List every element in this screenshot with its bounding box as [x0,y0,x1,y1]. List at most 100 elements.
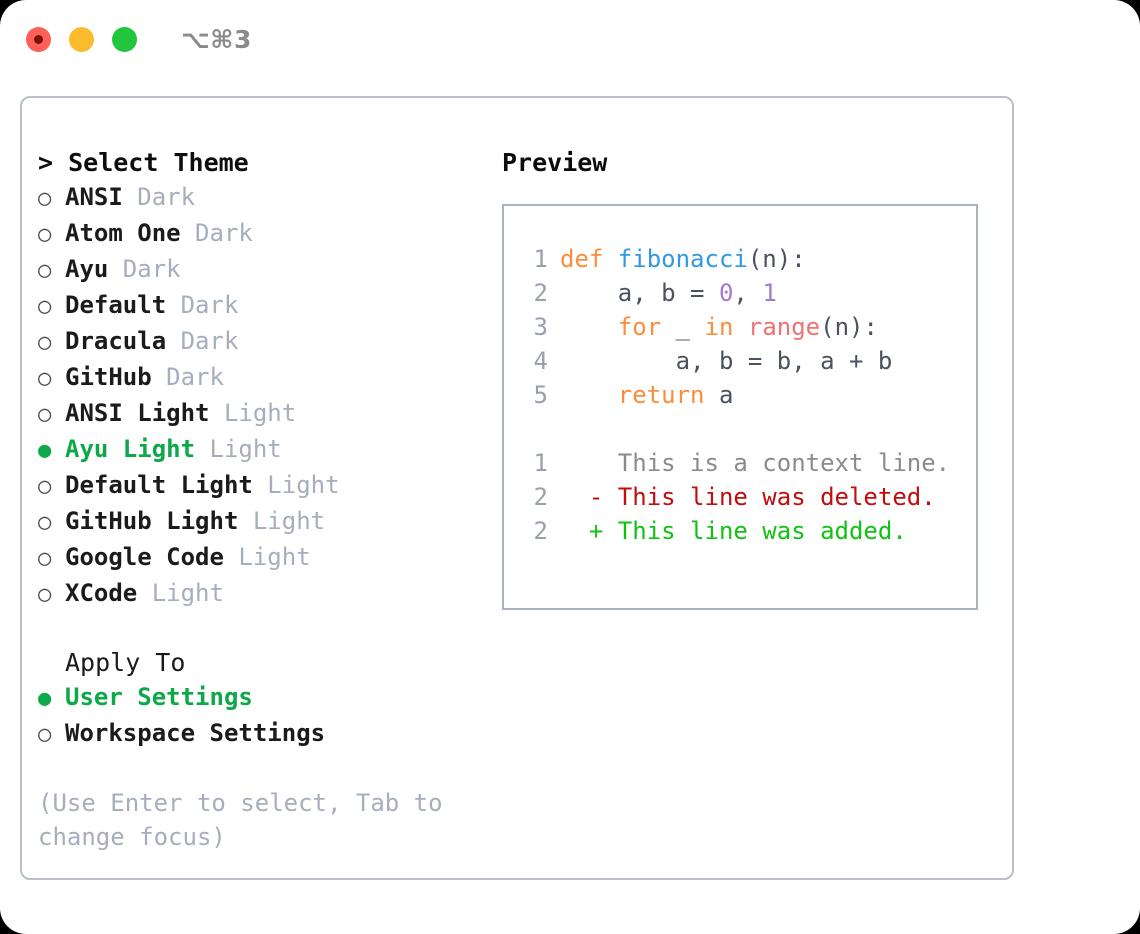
diff-text: This line was deleted. [617,483,936,511]
close-button[interactable] [26,26,51,52]
code-token: a, b = b, a + b [560,347,893,375]
theme-option-google-code[interactable]: ○ Google Code Light [38,540,488,576]
code-token [560,378,618,412]
minimize-button[interactable] [69,26,94,52]
section-spacer [38,612,488,646]
keyboard-shortcut-label: ⌥⌘3 [181,24,252,54]
radio-selected-icon: ● [38,438,52,463]
theme-option-label: Ayu Light [65,435,196,463]
zoom-button[interactable] [112,26,137,52]
select-theme-heading: > Select Theme [38,148,249,177]
theme-option-label: Google Code [65,543,224,571]
theme-option-atom-one[interactable]: ○ Atom One Dark [38,216,488,252]
theme-variant-tag: Light [223,543,311,571]
code-line-number: 1 [533,245,548,273]
diff-marker: - [560,483,618,511]
theme-option-github[interactable]: ○GitHub Dark [38,360,488,396]
theme-option-github-light[interactable]: ○ GitHub Light Light [38,504,488,540]
code-token: (n): [747,245,806,273]
panel-columns: > Select Theme ○ANSI Dark○Atom One Dark○… [22,98,1012,878]
code-token: a, b = [560,279,719,307]
apply-option-workspace-settings[interactable]: ○ Workspace Settings [38,716,488,752]
theme-variant-tag: Dark [180,219,253,247]
diff-marker: + [560,517,618,545]
code-line-number: 2 [533,279,548,307]
radio-unselected-icon: ○ [38,722,52,747]
theme-option-dracula[interactable]: ○ Dracula Dark [38,324,488,360]
code-line-number: 3 [533,313,548,341]
apply-to-heading: Apply To [65,648,186,677]
theme-option-ansi-light[interactable]: ○ANSI Light Light [38,396,488,432]
radio-selected-icon: ● [38,686,52,711]
theme-option-default-light[interactable]: ○ Default Light Light [38,468,488,504]
theme-option-label: Default [65,291,167,319]
theme-option-label: Atom One [65,219,181,247]
theme-variant-tag: Light [238,507,326,535]
theme-variant-tag: Light [209,399,297,427]
theme-variant-tag: Dark [108,255,181,283]
theme-variant-tag: Dark [166,291,239,319]
code-line: 4 a, b = b, a + b [504,344,976,378]
window-controls [26,26,137,52]
code-token: (n): [820,313,878,341]
diff-sample: 1 This is a context line. 2 - This line w… [504,446,976,548]
radio-unselected-icon: ○ [38,186,52,211]
radio-unselected-icon: ○ [38,582,52,607]
code-token [733,310,747,344]
recording-indicator-icon [34,34,43,44]
apply-option-label: Workspace Settings [65,719,326,747]
code-line: 2 a, b = 0, 1 [504,276,976,310]
radio-unselected-icon: ○ [38,294,52,319]
main-panel: > Select Theme ○ANSI Dark○Atom One Dark○… [20,96,1014,880]
code-token: 1 [762,279,777,307]
diff-text: This line was added. [617,517,907,545]
theme-option-label: Dracula [65,327,167,355]
theme-option-label: ANSI Light [65,399,210,427]
diff-marker [560,446,618,480]
code-diff-spacer [504,412,976,446]
code-token: return [617,381,705,409]
apply-option-label: User Settings [65,683,253,711]
theme-variant-tag: Light [195,435,282,463]
radio-unselected-icon: ○ [38,330,52,355]
theme-option-ayu-light[interactable]: ● Ayu Light Light [38,432,488,468]
apply-option-user-settings[interactable]: ● User Settings [38,680,488,716]
theme-variant-tag: Dark [122,183,196,211]
code-token [560,310,618,344]
code-token: a [704,381,734,409]
theme-variant-tag: Light [252,471,340,499]
radio-unselected-icon: ○ [38,366,52,391]
code-token: fibonacci [617,245,748,273]
radio-unselected-icon: ○ [38,222,52,247]
theme-option-label: Ayu [65,255,109,283]
radio-unselected-icon: ○ [38,474,52,499]
theme-option-label: Default Light [65,471,253,499]
radio-unselected-icon: ○ [38,546,52,571]
code-line-number: 5 [533,381,548,409]
theme-variant-tag: Light [137,579,224,607]
diff-line-number: 2 [533,483,548,511]
diff-line: 1 This is a context line. [504,446,976,480]
theme-option-xcode[interactable]: ○ XCode Light [38,576,488,612]
theme-option-label: GitHub Light [65,507,239,535]
code-token: for [617,313,662,341]
diff-line-number: 2 [533,517,548,545]
diff-line-number: 1 [533,449,548,477]
theme-option-ayu[interactable]: ○ Ayu Dark [38,252,488,288]
preview-heading: Preview [502,148,608,177]
theme-option-label: GitHub [65,363,152,391]
theme-variant-tag: Dark [166,327,239,355]
theme-option-ansi[interactable]: ○ ANSI Dark [38,180,488,216]
radio-unselected-icon: ○ [38,510,52,535]
theme-option-label: ANSI [65,183,123,211]
theme-option-label: XCode [65,579,138,607]
code-token: , [733,279,763,307]
radio-unselected-icon: ○ [38,258,52,283]
theme-option-default[interactable]: ○ Default Dark [38,288,488,324]
title-bar: ⌥⌘3 [0,0,1140,78]
code-line-number: 4 [533,347,548,375]
